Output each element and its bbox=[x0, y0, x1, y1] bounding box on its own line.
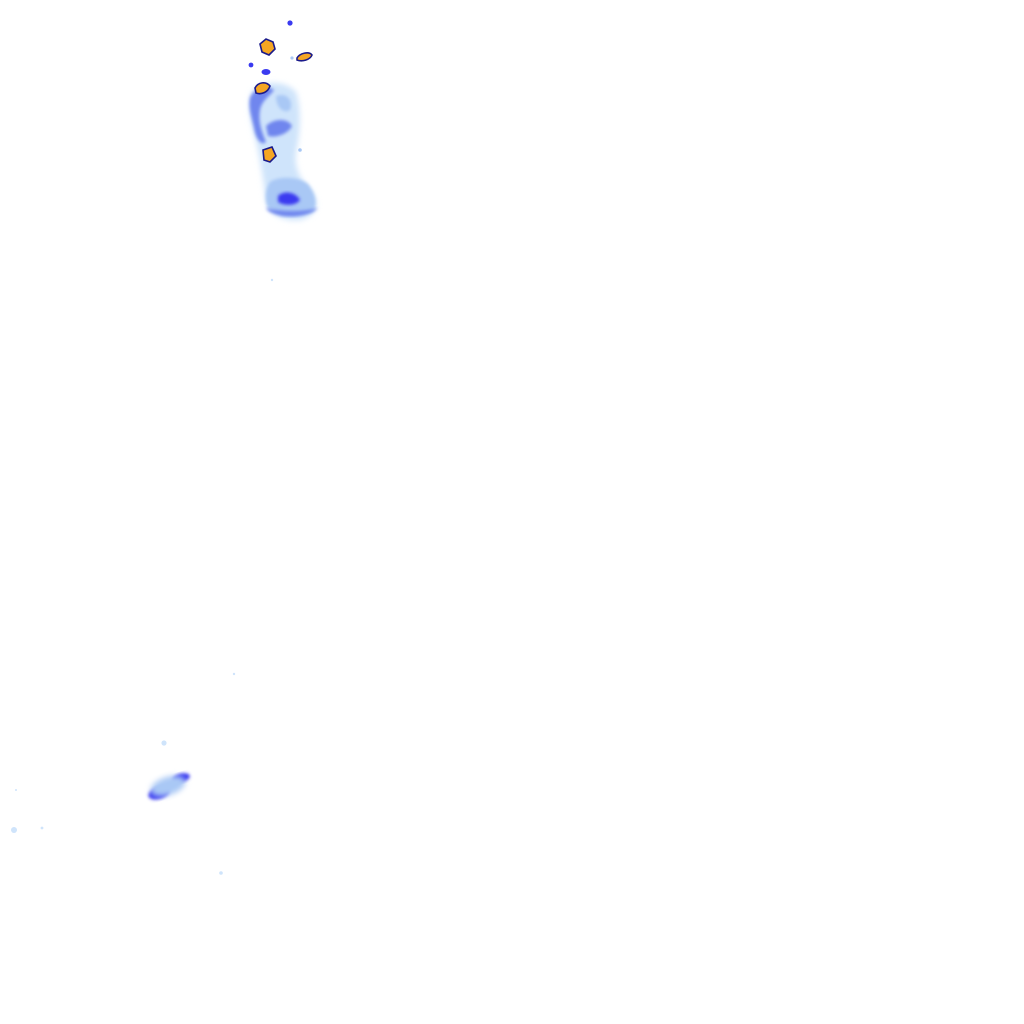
precip-fleck bbox=[248, 62, 254, 68]
precip-band-moderate bbox=[266, 120, 292, 137]
precip-fleck bbox=[11, 827, 17, 833]
precip-fleck bbox=[15, 789, 17, 791]
storm-cell-north bbox=[248, 20, 318, 282]
precip-band-light bbox=[276, 94, 292, 112]
precip-fleck bbox=[261, 69, 271, 75]
precip-band-heavy bbox=[278, 192, 300, 205]
precip-fleck bbox=[298, 148, 302, 152]
precip-fleck bbox=[270, 278, 274, 282]
precip-fleck bbox=[40, 826, 44, 830]
precip-fleck bbox=[161, 740, 167, 746]
intense-core bbox=[296, 52, 313, 62]
precip-fleck bbox=[290, 56, 294, 60]
precip-fleck bbox=[219, 871, 223, 875]
precip-band-light bbox=[150, 775, 186, 797]
intense-core bbox=[262, 146, 277, 163]
precip-band-moderate bbox=[266, 208, 318, 217]
intense-core bbox=[254, 82, 271, 95]
precip-band-moderate bbox=[249, 87, 274, 144]
storm-cell-southwest bbox=[11, 672, 236, 875]
precip-fleck bbox=[232, 672, 236, 676]
intense-core bbox=[259, 38, 276, 56]
precip-fleck bbox=[287, 20, 293, 26]
